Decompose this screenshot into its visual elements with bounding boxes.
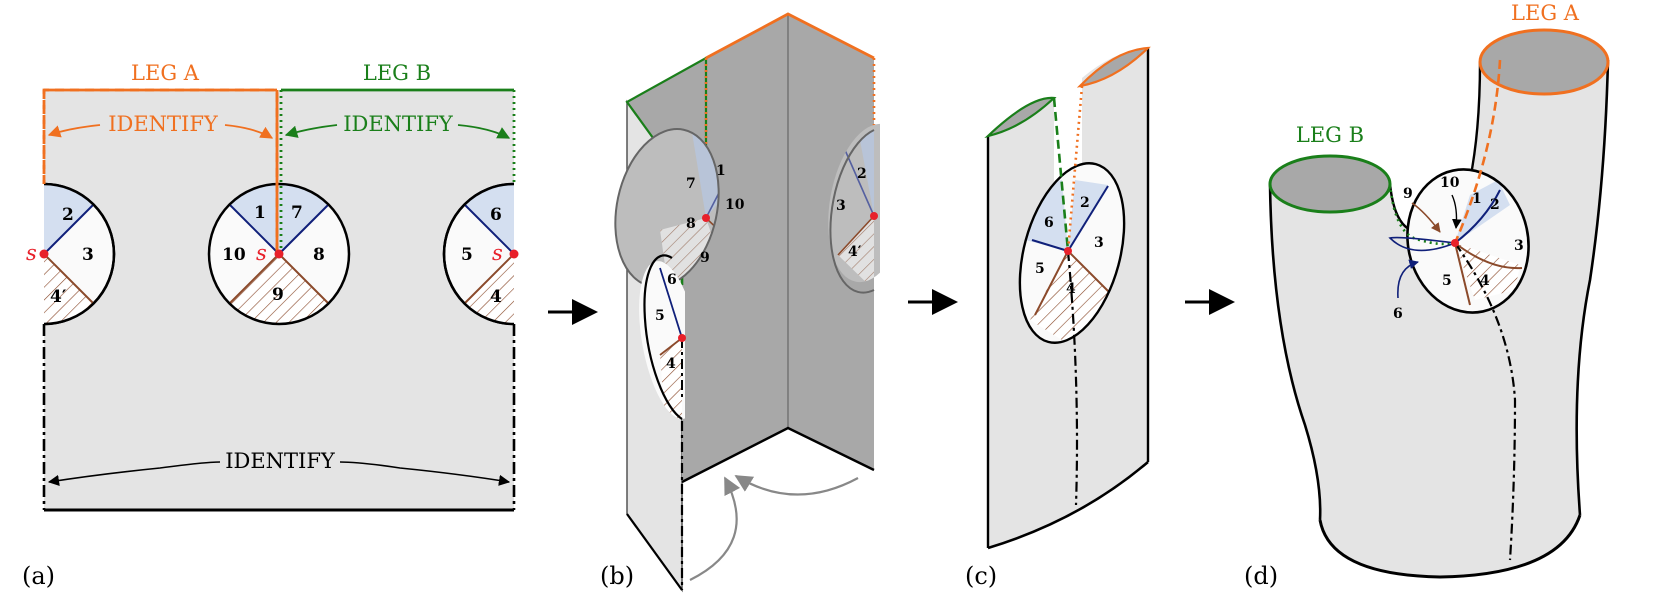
transition-arrow	[932, 289, 958, 315]
region-label: 10	[1440, 175, 1460, 191]
region-label: 10	[725, 197, 745, 213]
region-label: 4	[490, 287, 502, 307]
region-label: 6	[490, 205, 502, 225]
s-point-label: s	[26, 241, 37, 265]
region-label: 6	[1393, 306, 1403, 322]
sheet-b-dark-left	[682, 14, 788, 482]
region-label: 3	[82, 245, 94, 265]
identify-a-arrow-right	[224, 124, 274, 139]
region-label: 5	[461, 245, 473, 265]
leg-b-label-d: LEG B	[1296, 123, 1364, 147]
leg-a-cap-d	[1478, 28, 1610, 96]
s-point	[509, 249, 519, 259]
panel-d-label: (d)	[1244, 562, 1278, 590]
s-point-label: s	[492, 241, 503, 265]
region-label: 8	[686, 216, 696, 232]
region-label: 3	[1094, 235, 1104, 251]
transition-arrow	[1209, 289, 1235, 315]
panel-d: 9 10 1 2 3 6 5 4 LEG A LEG B (d)	[1244, 1, 1610, 590]
identify-a-label: IDENTIFY	[108, 112, 219, 136]
region-label: 2	[1080, 195, 1090, 211]
identify-bottom-label: IDENTIFY	[225, 449, 336, 473]
panel-c-label: (c)	[965, 562, 997, 590]
panel-a: LEG A LEG B IDENTIFY IDENTIFY IDENTIFY 2…	[22, 61, 519, 590]
region-label: 4	[1066, 281, 1076, 297]
identify-bottom-arrow-right	[339, 461, 511, 486]
leg-a-edge-b	[705, 12, 875, 60]
transition-arrow	[572, 299, 598, 325]
region-label: 5	[1442, 273, 1452, 289]
region-label: 6	[1044, 215, 1054, 231]
disk-middle	[207, 182, 351, 326]
region-label: 2	[857, 166, 867, 182]
region-label: 7	[291, 203, 303, 223]
leg-b-cap-d	[1268, 154, 1392, 214]
leg-a-cap-c	[1076, 46, 1151, 88]
region-label: 6	[667, 272, 677, 288]
panel-b: 7 1 10 8 9 2 3 4′ 6 5 4 (b)	[600, 12, 880, 593]
region-label: 5	[655, 308, 665, 324]
identify-b-label: IDENTIFY	[343, 112, 454, 136]
fold-arrow	[734, 475, 859, 496]
region-label: 1	[1472, 191, 1482, 207]
identify-b-arrow-right	[457, 124, 511, 139]
region-label: 3	[1514, 238, 1524, 254]
panel-b-label: (b)	[600, 562, 634, 590]
region-label: 9	[272, 285, 284, 305]
panel-c: 6 2 3 5 4 (c)	[965, 46, 1151, 590]
region-label: 7	[686, 176, 696, 192]
s-point-label: s	[256, 241, 267, 265]
disk-right	[442, 182, 514, 326]
region-label: 10	[222, 245, 246, 265]
panel-a-label: (a)	[22, 562, 55, 590]
region-label: 9	[700, 250, 710, 266]
region-label: 9	[1403, 186, 1413, 202]
region-label: 5	[1035, 261, 1045, 277]
region-label: 2	[1490, 197, 1500, 213]
region-label: 4′	[50, 287, 67, 307]
s-point	[274, 249, 284, 259]
region-label: 4	[1480, 273, 1490, 289]
region-label: 4′	[848, 244, 862, 260]
leg-b-label: LEG B	[363, 61, 431, 85]
fold-arrow	[689, 476, 741, 581]
disk-left	[44, 182, 116, 326]
s-point	[39, 249, 49, 259]
leg-a-label: LEG A	[131, 61, 200, 85]
identify-a-arrow-left	[47, 124, 101, 138]
identify-b-arrow-left	[284, 124, 338, 138]
leg-a-label-d: LEG A	[1511, 1, 1580, 25]
identify-bottom-arrow-left	[47, 461, 221, 486]
region-label: 2	[62, 205, 74, 225]
region-label: 1	[716, 163, 726, 179]
region-label: 4	[666, 356, 676, 372]
region-label: 8	[313, 245, 325, 265]
region-label: 1	[254, 203, 266, 223]
region-label: 3	[836, 198, 846, 214]
